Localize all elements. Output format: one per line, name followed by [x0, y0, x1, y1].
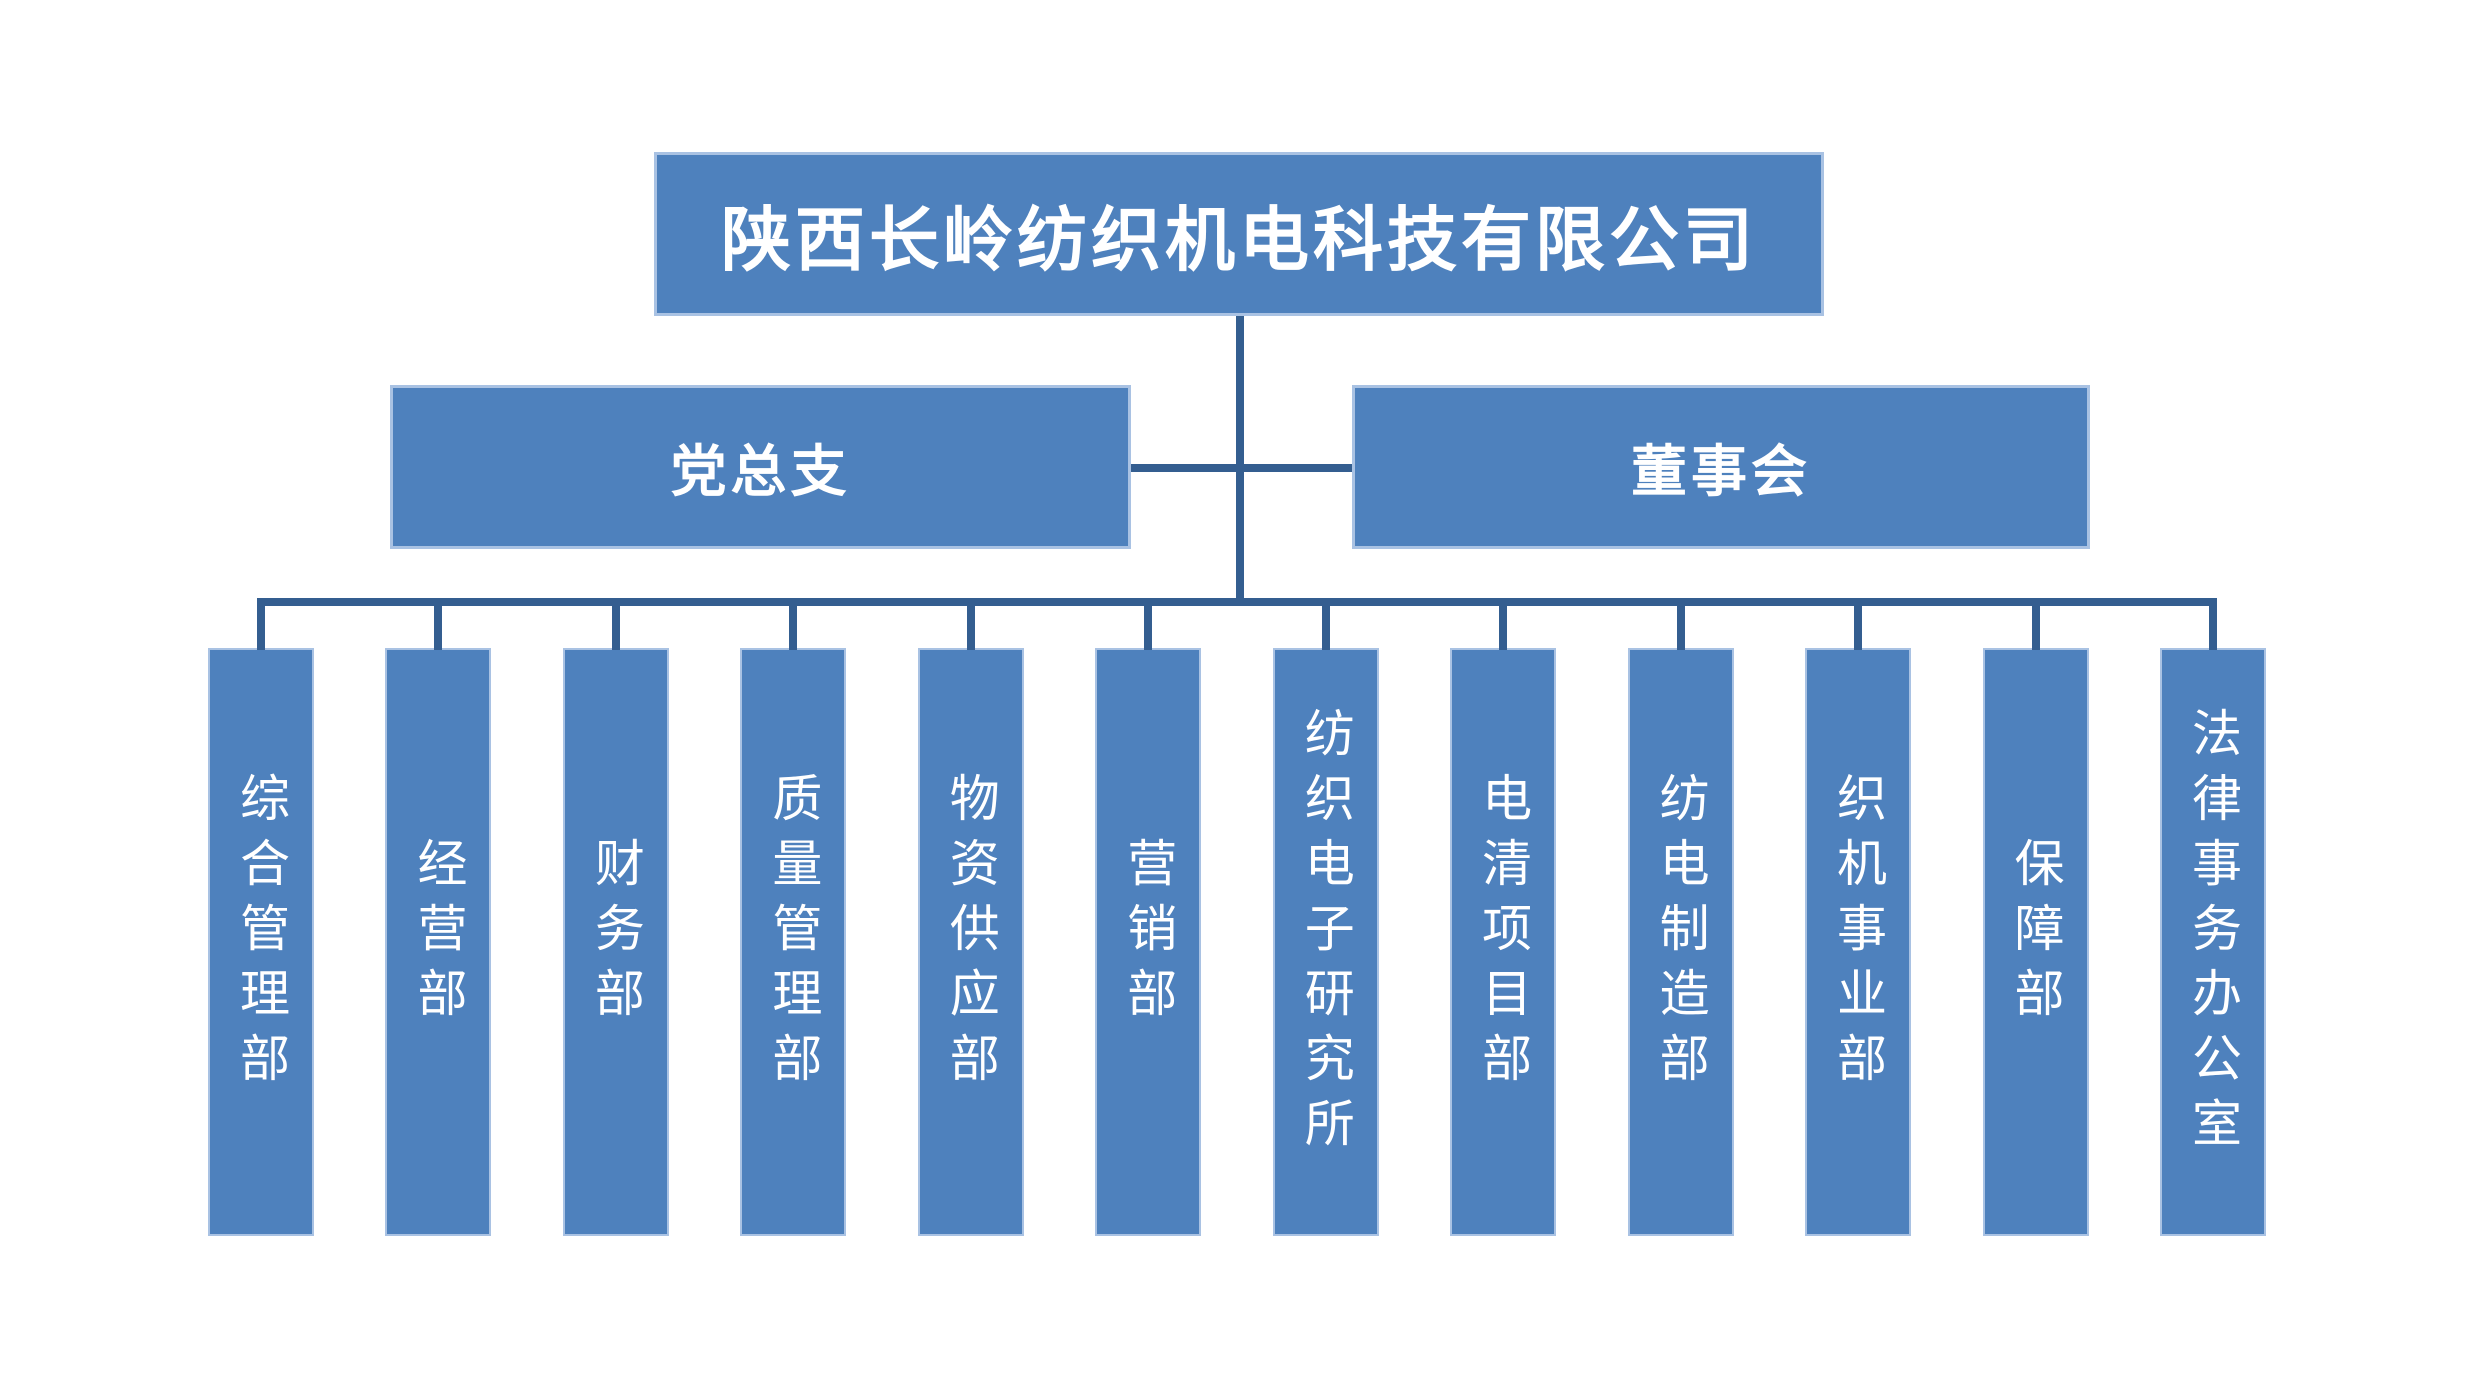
dept-label: 综合管理部	[232, 771, 290, 1097]
dept-box-legal-affairs-office: 法律事务办公室	[2159, 598, 2266, 1236]
dept-label: 纺电制造部	[1651, 771, 1710, 1097]
dept-box-textile-electric-manufacturing: 纺电制造部	[1627, 598, 1734, 1236]
board-of-directors-box: 董事会	[1352, 385, 2090, 549]
dept-box-finance: 财务部	[562, 598, 669, 1236]
dept-box-quality-management: 质量管理部	[740, 598, 847, 1236]
dept-label: 保障部	[2006, 836, 2065, 1032]
connector-bus-line	[257, 598, 2217, 606]
dept-box-loom-business: 织机事业部	[1805, 598, 1912, 1236]
dept-label: 法律事务办公室	[2183, 706, 2242, 1162]
connector-root-to-bus	[1236, 316, 1244, 606]
dept-label: 经营部	[409, 836, 468, 1032]
dept-box-support: 保障部	[1982, 598, 2089, 1236]
dept-label: 纺织电子研究所	[1296, 706, 1355, 1162]
party-branch-label: 党总支	[670, 439, 851, 503]
dept-box-comprehensive-management: 综合管理部	[208, 598, 314, 1236]
dept-label: 织机事业部	[1829, 771, 1888, 1097]
dept-label: 物资供应部	[941, 771, 1000, 1097]
dept-box-electronic-clearing-project: 电清项目部	[1450, 598, 1557, 1236]
party-branch-box: 党总支	[390, 385, 1131, 549]
board-of-directors-label: 董事会	[1631, 439, 1811, 503]
connector-party-board	[1128, 464, 1352, 472]
dept-label: 财务部	[586, 836, 645, 1032]
dept-box-materials-supply: 物资供应部	[917, 598, 1024, 1236]
company-root-box: 陕西长岭纺织机电科技有限公司	[654, 152, 1824, 316]
dept-box-textile-electronics-research-institute: 纺织电子研究所	[1272, 598, 1379, 1236]
dept-label: 营销部	[1119, 836, 1178, 1032]
dept-label: 质量管理部	[764, 771, 823, 1097]
dept-box-operations: 经营部	[385, 598, 492, 1236]
dept-box-marketing: 营销部	[1095, 598, 1202, 1236]
company-name: 陕西长岭纺织机电科技有限公司	[721, 200, 1757, 279]
dept-label: 电清项目部	[1474, 771, 1533, 1097]
